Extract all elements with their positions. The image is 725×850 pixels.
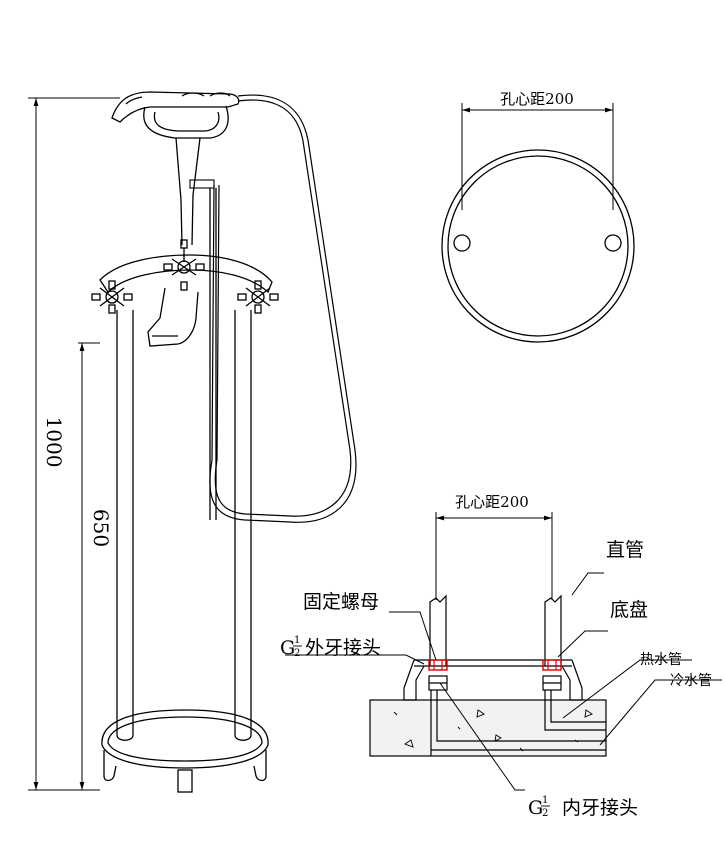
spout [147,287,199,347]
installation-detail [285,512,722,791]
dimension-650-label: 650 [89,509,113,547]
mounting-hole-left [453,234,471,252]
central-column [175,137,201,246]
svg-text:2: 2 [542,808,548,819]
hot-water-pipe-label: 热水管 [640,652,682,668]
left-handle [91,280,133,314]
detail-hole-spacing-label: 孔心距200 [455,493,529,511]
shower-hose [209,94,357,523]
svg-text:G: G [528,797,543,819]
concrete-floor [369,699,607,757]
dimension-1000 [28,97,120,791]
female-connector-label: G 1 2 内牙接头 [528,795,638,819]
faucet-legs [116,310,252,741]
mounting-hole-right [604,234,622,252]
straight-pipe-label: 直管 [606,539,644,561]
male-connector-label: G 1 2 外牙接头 [280,635,381,659]
mixer-body [99,254,273,294]
dimension-650 [78,342,100,790]
cold-water-pipe [430,690,606,756]
cold-water-pipe-label: 冷水管 [670,673,712,689]
fixing-nut-label: 固定螺母 [303,591,379,613]
shower-cradle [143,105,229,139]
svg-text:1: 1 [294,635,300,646]
svg-text:2: 2 [294,648,300,659]
base-ring [101,709,269,793]
svg-text:外牙接头: 外牙接头 [305,637,381,659]
hand-shower [111,91,240,123]
right-handle [237,280,279,314]
svg-text:G: G [280,637,295,659]
fixing-nut-right [542,659,562,671]
base-plate-label: 底盘 [610,599,648,621]
fixing-nut-left [428,659,448,671]
hot-water-pipe [544,690,606,731]
base-plate-top-view [441,103,635,343]
straight-pipes [429,594,562,666]
dimension-1000-label: 1000 [42,417,66,468]
faucet-front-view [28,91,357,793]
svg-text:1: 1 [542,795,548,806]
plate-hole-spacing-label: 孔心距200 [500,90,574,108]
svg-text:内牙接头: 内牙接头 [562,797,638,819]
center-handle [163,239,205,291]
